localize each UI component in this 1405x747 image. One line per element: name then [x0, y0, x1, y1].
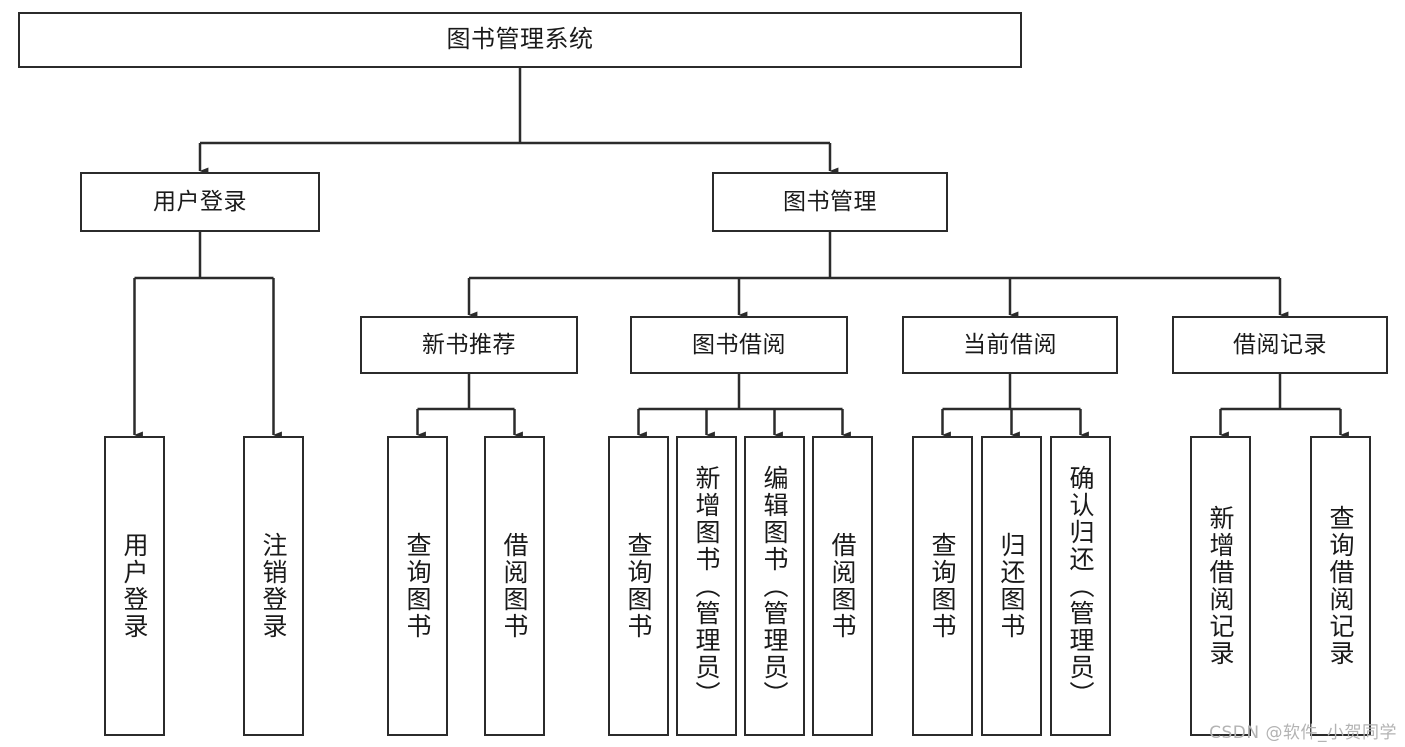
node-leaf-query-book-borrow[interactable]: 查询图书: [608, 436, 669, 736]
node-leaf-add-book-admin[interactable]: 新增图书（管理员）: [676, 436, 737, 736]
node-leaf-borrow-book-rec[interactable]: 借阅图书: [484, 436, 545, 736]
node-leaf-logout[interactable]: 注销登录: [243, 436, 304, 736]
node-leaf-return-book[interactable]: 归还图书: [981, 436, 1042, 736]
node-label-leaf-query-book-current: 查询图书: [928, 532, 957, 640]
node-label-book-management: 图书管理: [783, 188, 877, 215]
node-label-leaf-borrow-book: 借阅图书: [828, 532, 857, 640]
node-leaf-query-borrow-record[interactable]: 查询借阅记录: [1310, 436, 1371, 736]
node-label-leaf-logout: 注销登录: [259, 532, 288, 640]
watermark-text: CSDN @软件_小贺同学: [1209, 723, 1397, 743]
node-label-leaf-return-book: 归还图书: [997, 532, 1026, 640]
node-label-leaf-confirm-return-admin: 确认归还（管理员）: [1066, 464, 1095, 708]
node-borrow-record[interactable]: 借阅记录: [1172, 316, 1388, 374]
node-root-root[interactable]: 图书管理系统: [18, 12, 1022, 68]
node-leaf-confirm-return-admin[interactable]: 确认归还（管理员）: [1050, 436, 1111, 736]
node-label-leaf-query-book-borrow: 查询图书: [624, 532, 653, 640]
edge-group: [133, 68, 1349, 439]
node-label-new-book-recommend: 新书推荐: [422, 331, 516, 358]
node-user-login[interactable]: 用户登录: [80, 172, 320, 232]
node-leaf-add-borrow-record[interactable]: 新增借阅记录: [1190, 436, 1251, 736]
node-leaf-user-login[interactable]: 用户登录: [104, 436, 165, 736]
node-label-borrow-record: 借阅记录: [1233, 331, 1327, 358]
node-label-leaf-query-borrow-record: 查询借阅记录: [1326, 505, 1355, 667]
node-book-management[interactable]: 图书管理: [712, 172, 948, 232]
node-leaf-borrow-book[interactable]: 借阅图书: [812, 436, 873, 736]
node-new-book-recommend[interactable]: 新书推荐: [360, 316, 578, 374]
node-current-borrow[interactable]: 当前借阅: [902, 316, 1118, 374]
node-label-leaf-add-book-admin: 新增图书（管理员）: [692, 464, 721, 708]
node-label-current-borrow: 当前借阅: [963, 331, 1057, 358]
node-leaf-query-book-rec[interactable]: 查询图书: [387, 436, 448, 736]
node-label-leaf-query-book-rec: 查询图书: [403, 532, 432, 640]
node-label-book-borrow: 图书借阅: [692, 331, 786, 358]
node-leaf-query-book-current[interactable]: 查询图书: [912, 436, 973, 736]
node-label-leaf-borrow-book-rec: 借阅图书: [500, 532, 529, 640]
node-leaf-edit-book-admin[interactable]: 编辑图书（管理员）: [744, 436, 805, 736]
node-label-user-login: 用户登录: [153, 188, 247, 215]
node-label-leaf-add-borrow-record: 新增借阅记录: [1206, 505, 1235, 667]
node-label-leaf-edit-book-admin: 编辑图书（管理员）: [760, 464, 789, 708]
node-label-root: 图书管理系统: [446, 25, 594, 54]
node-label-leaf-user-login: 用户登录: [120, 532, 149, 640]
node-book-borrow[interactable]: 图书借阅: [630, 316, 848, 374]
